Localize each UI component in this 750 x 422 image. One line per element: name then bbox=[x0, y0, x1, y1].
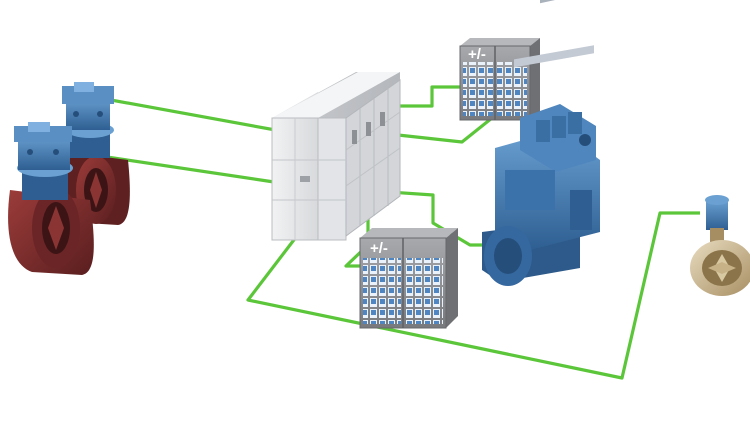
battery-pack-icon: +/- bbox=[359, 228, 458, 329]
cable-battery-top-2 bbox=[397, 116, 518, 144]
battery-top-label: +/- bbox=[468, 46, 486, 63]
cable-rear-thruster bbox=[99, 96, 293, 135]
tunnel-thruster-icon bbox=[690, 195, 750, 296]
battery-bottom-label: +/- bbox=[370, 240, 388, 257]
azimuth-thruster-front-icon bbox=[8, 122, 94, 275]
azimuth-thruster-rear-icon bbox=[49, 82, 130, 225]
cable-battery-top-1 bbox=[398, 85, 460, 108]
diesel-generator-icon bbox=[482, 0, 600, 286]
cable-generator bbox=[359, 188, 492, 247]
battery-top: +/- bbox=[459, 38, 540, 121]
switchboard-icon bbox=[271, 72, 401, 241]
